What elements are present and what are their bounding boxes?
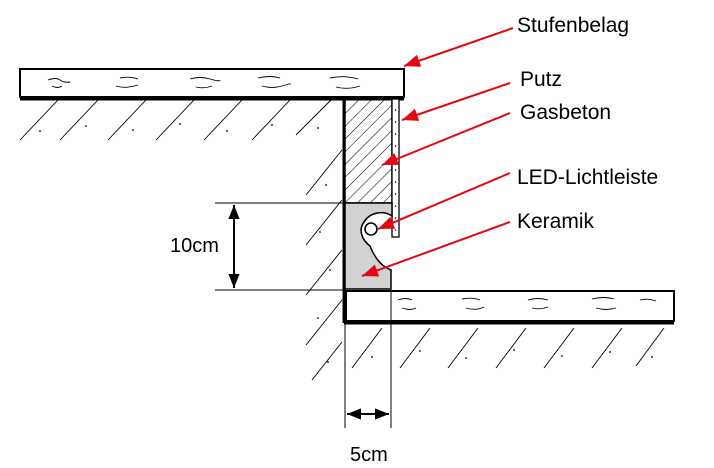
ground-dots-side (317, 184, 331, 363)
ground-hatch-lower (351, 327, 665, 369)
dimension-height-label: 10cm (170, 235, 219, 257)
dimension-width (344, 290, 392, 428)
label-keramik: Keramik (517, 210, 595, 233)
arrow-led (377, 172, 511, 230)
dimension-width-label: 5cm (350, 444, 388, 466)
arrow-keramik (361, 221, 511, 277)
label-stufenbelag: Stufenbelag (517, 14, 629, 37)
floor-lower (345, 290, 675, 322)
label-putz: Putz (520, 68, 562, 91)
dimension-height (215, 202, 345, 291)
gasbeton-block (344, 98, 393, 204)
arrow-gasbeton (381, 112, 511, 166)
leader-arrows (361, 27, 514, 277)
arrow-putz (401, 82, 511, 121)
ground-hatch-upper (19, 99, 332, 141)
floor-lower-grain (397, 297, 657, 310)
tread-upper (19, 68, 405, 98)
putz-layer (391, 98, 400, 238)
led-strip (364, 222, 378, 236)
label-gasbeton: Gasbeton (520, 101, 611, 124)
ground-dots-lower (371, 349, 653, 359)
tread-upper-grain (47, 76, 361, 89)
keramik-profile (344, 202, 393, 290)
arrow-stufenbelag (403, 27, 514, 67)
label-led: LED-Lichtleiste (517, 166, 658, 189)
ground-hatch-side (305, 149, 343, 381)
ground-dots-upper (39, 123, 319, 132)
